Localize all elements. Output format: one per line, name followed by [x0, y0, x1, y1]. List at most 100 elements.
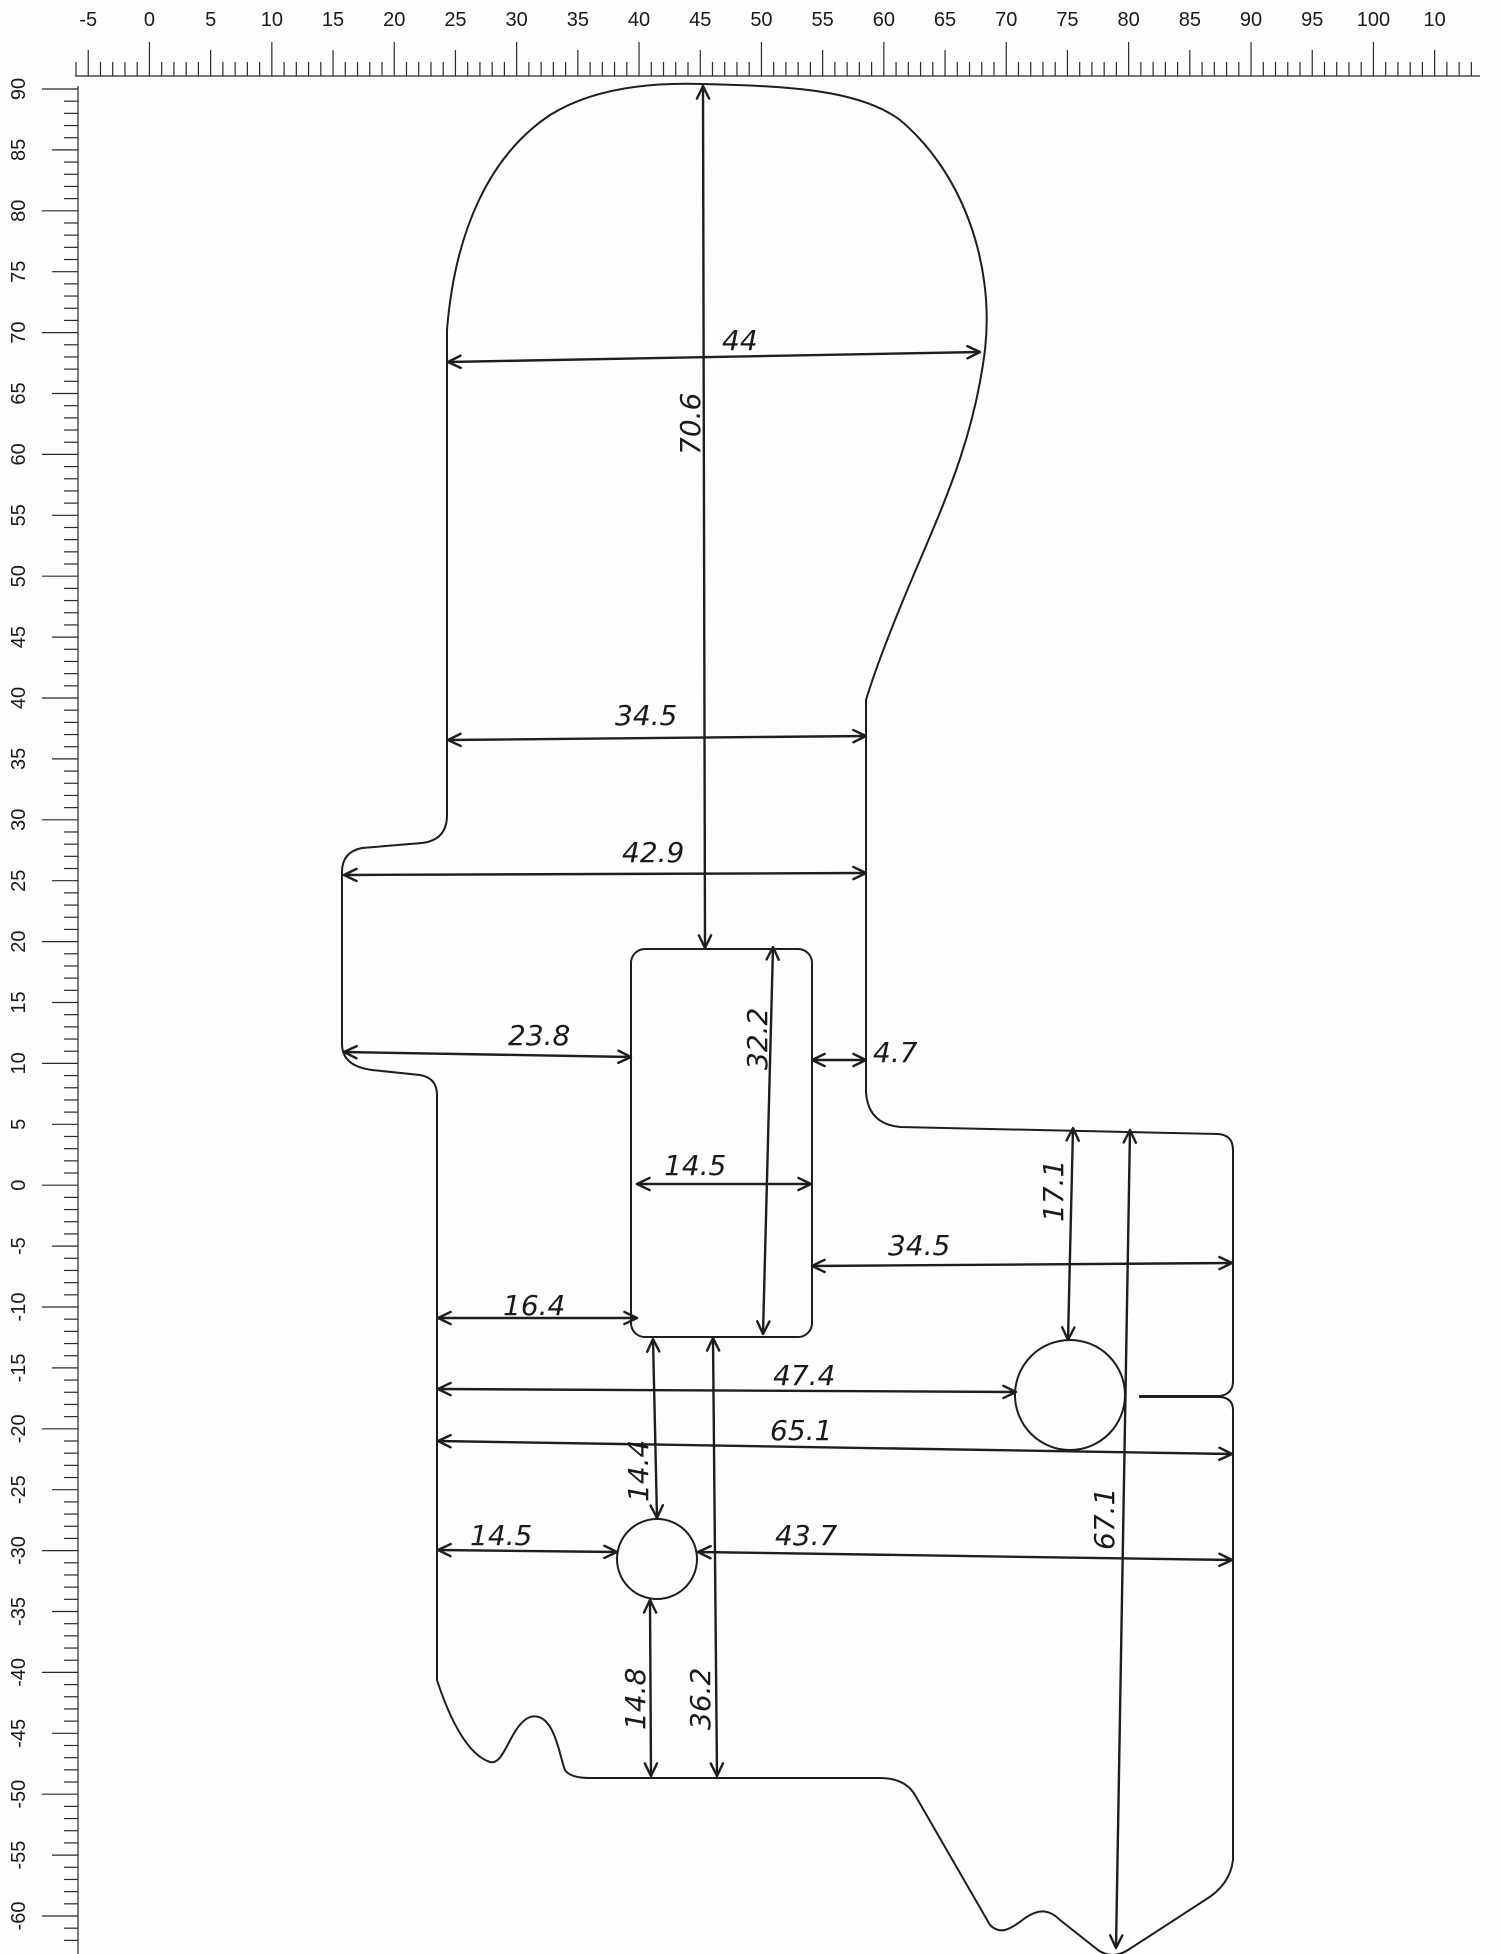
dim-line-top-to-right-hole [1061, 1126, 1080, 1342]
top-ruler-label: 80 [1118, 9, 1140, 31]
dim-label-hole-to-right: 43.7 [775, 1519, 838, 1552]
dim-label-to-right-hole: 47.4 [773, 1359, 835, 1392]
top-ruler-label: 15 [322, 9, 344, 31]
dim-line-left-to-slot [342, 1044, 633, 1065]
arrowhead [645, 1337, 661, 1353]
arrowhead [765, 945, 780, 961]
top-ruler-label: 20 [383, 9, 405, 31]
arrowhead [1065, 1126, 1080, 1142]
dim-line-slot-to-bottom [705, 1336, 725, 1778]
dim-line-total-height [695, 84, 713, 950]
dim-line-slot-height [756, 945, 780, 1336]
dim-label-top-to-right-hole: 17.1 [1037, 1160, 1070, 1222]
arrowhead [342, 867, 358, 883]
dim-line-shoulder-width [342, 865, 868, 883]
left-ruler-label: -55 [8, 1841, 30, 1870]
dim-line-slot-to-hole [645, 1337, 665, 1520]
left-ruler-label: -45 [8, 1719, 30, 1748]
dim-line-slot-to-right [810, 1255, 1234, 1274]
arrowhead [810, 1258, 826, 1274]
left-ruler-label: -10 [8, 1293, 30, 1322]
arrowhead [436, 1381, 452, 1397]
arrowhead [1061, 1326, 1076, 1342]
arrowhead [709, 1762, 725, 1778]
arrowhead [705, 1336, 721, 1352]
left-ruler-label: -35 [8, 1597, 30, 1626]
left-ruler-label: 70 [8, 321, 30, 343]
arrowhead [756, 1320, 771, 1336]
arrowhead [643, 1762, 659, 1778]
dim-line-to-right-hole [436, 1381, 1018, 1400]
dim-line-right-height [1108, 1128, 1138, 1950]
dim-label-left-to-slot: 23.8 [508, 1019, 570, 1052]
arrowhead [1108, 1934, 1124, 1950]
arrowhead [695, 84, 711, 100]
dim-line-left-to-hole [436, 1542, 619, 1560]
top-ruler-label: 70 [995, 9, 1017, 31]
top-ruler-label: 75 [1056, 9, 1078, 31]
arrowhead [342, 1044, 358, 1060]
left-ruler-label: -5 [8, 1237, 30, 1255]
dim-label-slot-to-hole: 14.4 [622, 1440, 655, 1502]
arrowhead [1218, 1446, 1234, 1462]
left-ruler-label: 85 [8, 139, 30, 161]
arrowhead [649, 1504, 665, 1520]
left-ruler: 908580757065605550454035302520151050-5-1… [8, 78, 79, 1954]
dim-label-right-height: 67.1 [1088, 1488, 1121, 1550]
arrowhead [966, 344, 982, 360]
dim-line-hole-to-right [696, 1544, 1234, 1568]
arrowhead [446, 732, 462, 748]
left-ruler-label: 35 [8, 748, 30, 770]
arrowhead [436, 1310, 452, 1326]
dim-line-neck-width [446, 728, 868, 748]
top-ruler-label: 95 [1301, 9, 1323, 31]
arrowhead [642, 1598, 658, 1614]
dim-line-slot-to-edge [810, 1052, 868, 1068]
left-ruler-label: -40 [8, 1658, 30, 1687]
left-ruler-label: 90 [8, 78, 30, 100]
part-outline [341, 82, 1234, 1954]
arrowhead [617, 1049, 633, 1065]
top-ruler-label: 30 [506, 9, 528, 31]
left-ruler-label: 20 [8, 930, 30, 952]
left-ruler-label: 55 [8, 504, 30, 526]
arrowhead [1002, 1384, 1018, 1400]
top-ruler-label: -5 [79, 9, 97, 31]
left-ruler-label: 30 [8, 809, 30, 831]
top-ruler-label: 25 [444, 9, 466, 31]
arrowhead [852, 865, 868, 881]
dim-label-hole-to-bottom: 14.8 [619, 1668, 652, 1730]
arrowhead [446, 354, 462, 370]
arrowhead [797, 1176, 813, 1192]
left-ruler-label: 45 [8, 626, 30, 648]
top-ruler-label: 65 [934, 9, 956, 31]
dimension-lines [342, 84, 1234, 1950]
right-hole [1014, 1339, 1126, 1451]
dim-label-total-height: 70.6 [674, 393, 707, 455]
dim-line-left-to-slot-low [436, 1310, 639, 1326]
left-ruler-label: -20 [8, 1414, 30, 1443]
top-ruler-label: 10 [261, 9, 283, 31]
left-ruler-label: 0 [8, 1180, 30, 1191]
lower-left-hole [616, 1518, 698, 1600]
arrowhead [697, 934, 713, 950]
top-ruler-label: 5 [205, 9, 216, 31]
dim-line-slot-width [635, 1176, 813, 1192]
left-ruler-label: 5 [8, 1119, 30, 1130]
arrowhead [810, 1052, 826, 1068]
left-ruler-label: 80 [8, 200, 30, 222]
dim-label-slot-to-right: 34.5 [888, 1229, 950, 1262]
dim-label-head-width: 44 [722, 324, 758, 357]
left-ruler-label: -25 [8, 1475, 30, 1504]
arrowhead [852, 1052, 868, 1068]
dim-label-slot-width: 14.5 [664, 1149, 726, 1182]
left-ruler-label: -15 [8, 1353, 30, 1382]
left-ruler-label: -60 [8, 1902, 30, 1931]
left-ruler-label: 65 [8, 382, 30, 404]
left-ruler-label: -50 [8, 1780, 30, 1809]
arrowhead [603, 1544, 619, 1560]
left-ruler-label: 75 [8, 261, 30, 283]
arrowhead [1122, 1128, 1138, 1144]
left-ruler-label: 15 [8, 991, 30, 1013]
